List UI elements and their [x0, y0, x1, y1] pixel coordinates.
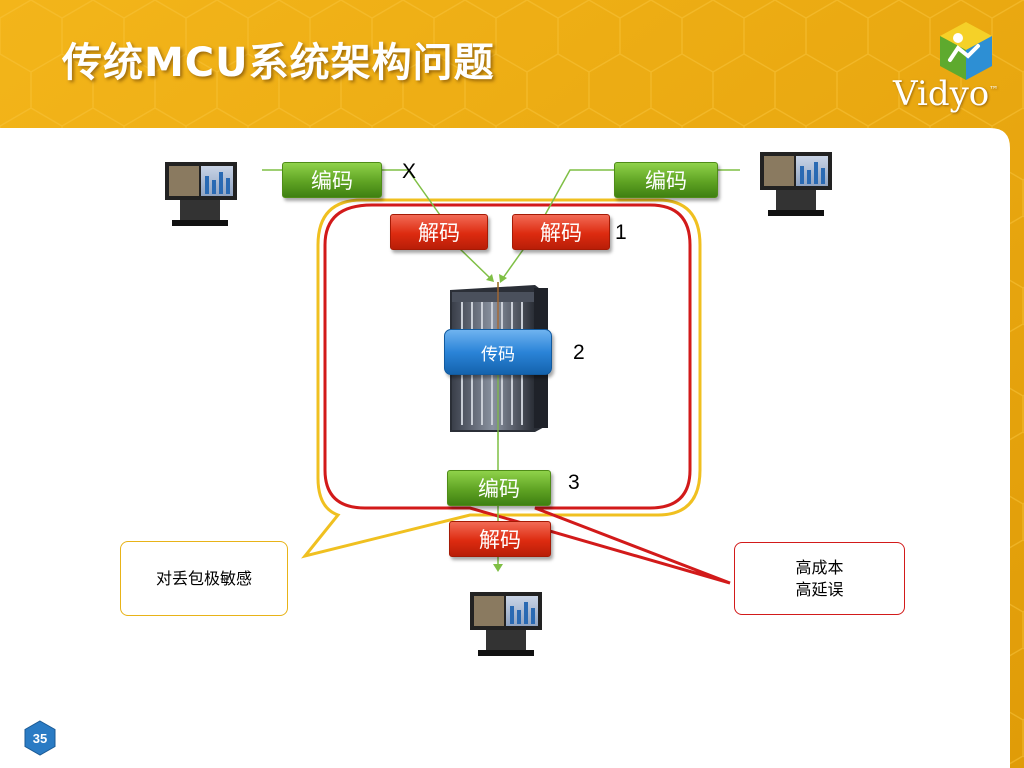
encode-chip-top-left: 编码: [282, 162, 382, 198]
marker-3: 3: [568, 471, 580, 494]
callout-right: 高成本 高延误: [734, 542, 905, 615]
transcode-chip: 传码: [444, 329, 552, 375]
decode-chip-bottom: 解码: [449, 521, 551, 557]
page-number: 35: [32, 730, 48, 746]
video-endpoint-icon: [470, 592, 542, 656]
marker-x: X: [402, 160, 417, 183]
decode-chip-left: 解码: [390, 214, 488, 250]
slide-title: 传统MCU系统架构问题: [62, 40, 495, 86]
marker-2: 2: [573, 341, 585, 364]
vidyo-logo-icon: [940, 22, 992, 80]
decode-chip-right: 解码: [512, 214, 610, 250]
encode-chip-top-right: 编码: [614, 162, 718, 198]
yellow-loop: [301, 198, 702, 559]
video-endpoint-icon: [165, 162, 237, 226]
red-loop: [323, 203, 731, 585]
video-endpoint-icon: [760, 152, 832, 216]
page-number-badge: [24, 720, 56, 756]
callout-left: 对丢包极敏感: [120, 541, 288, 616]
encode-chip-bottom: 编码: [447, 470, 551, 506]
marker-1: 1: [615, 221, 627, 244]
vidyo-wordmark: Vidyo™: [893, 74, 999, 114]
